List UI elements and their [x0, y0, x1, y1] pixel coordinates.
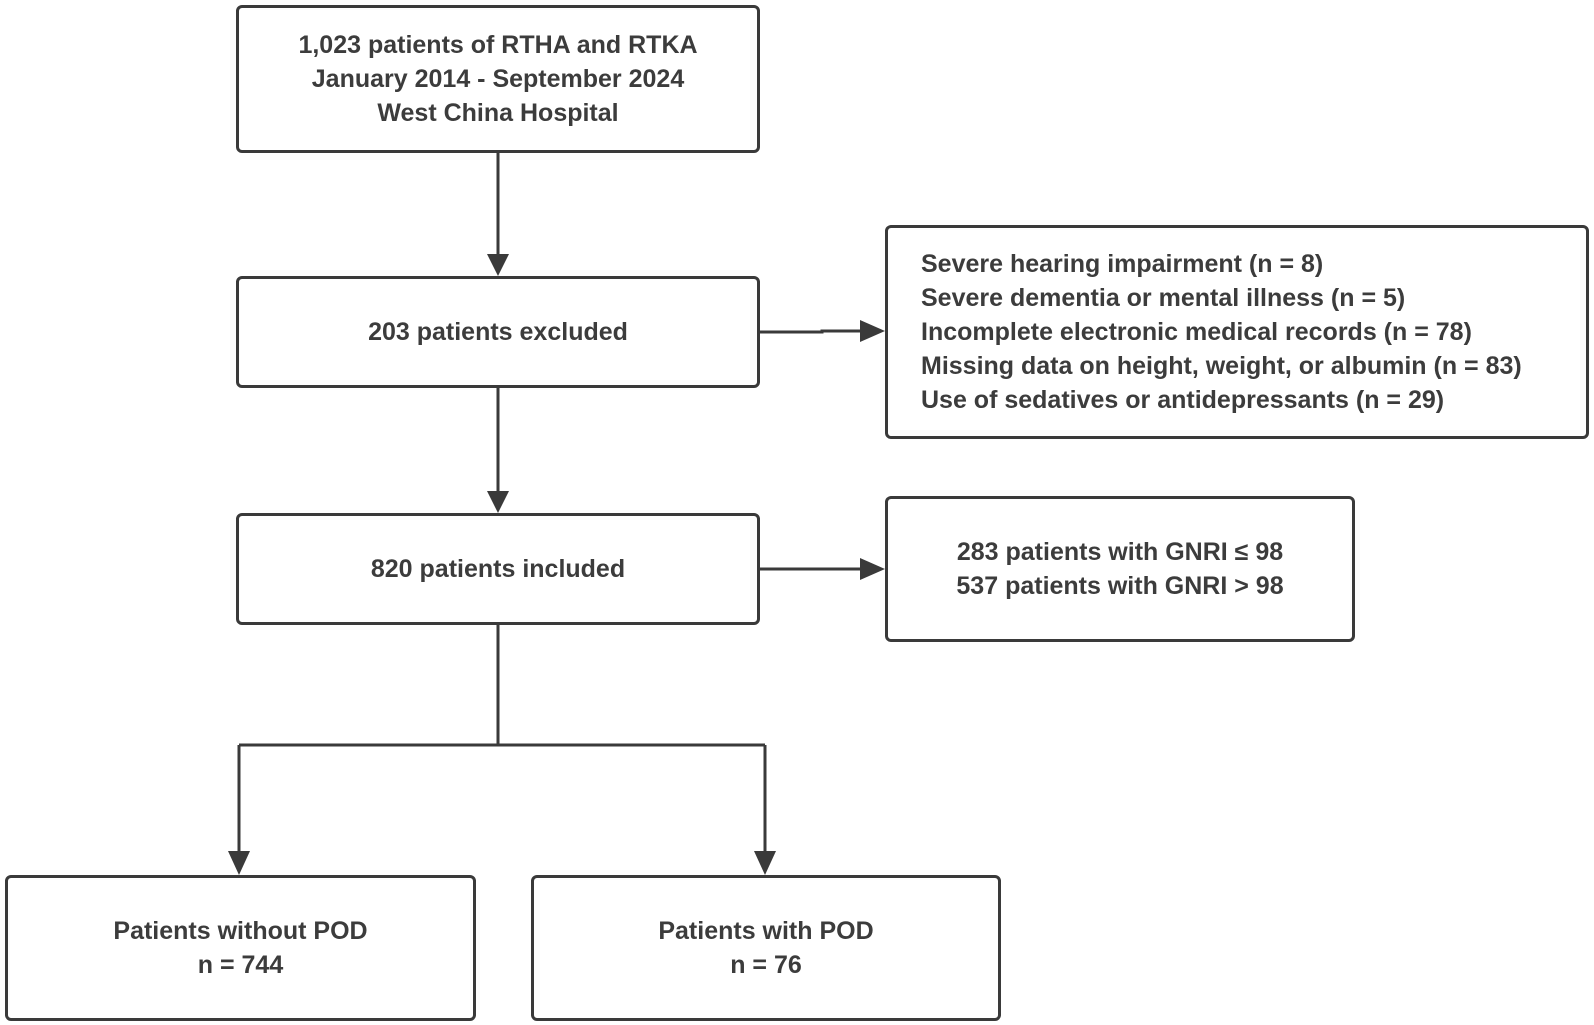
exclusion-reason-sedatives: Use of sedatives or antidepressants (n =… — [921, 386, 1445, 414]
included-label: 820 patients included — [370, 555, 626, 583]
with-pod-title: Patients with POD — [658, 917, 874, 945]
gnri-low-group: 283 patients with GNRI ≤ 98 — [956, 538, 1284, 566]
exclusion-reason-records: Incomplete electronic medical records (n… — [921, 318, 1472, 346]
exclusion-reason-hearing: Severe hearing impairment (n = 8) — [921, 250, 1324, 278]
exclusion-reason-dementia: Severe dementia or mental illness (n = 5… — [921, 284, 1406, 312]
source-population-box: 1,023 patients of RTHA and RTKA January … — [236, 5, 760, 153]
arrow-excluded-to-reasons — [760, 329, 871, 334]
gnri-high-group: 537 patients with GNRI > 98 — [956, 572, 1284, 600]
without-pod-title: Patients without POD — [113, 917, 368, 945]
arrowhead-excluded-to-reasons — [860, 320, 885, 342]
arrowhead-split-to-with-pod — [754, 851, 776, 875]
arrowhead-excluded-to-included — [487, 491, 509, 513]
excluded-box: 203 patients excluded — [236, 276, 760, 388]
gnri-groups-box: 283 patients with GNRI ≤ 98 537 patients… — [885, 496, 1355, 642]
exclusion-reasons-box: Severe hearing impairment (n = 8) Severe… — [885, 225, 1589, 439]
with-pod-count: n = 76 — [730, 951, 802, 979]
excluded-label: 203 patients excluded — [368, 318, 628, 346]
source-line-population: 1,023 patients of RTHA and RTKA — [298, 31, 698, 59]
arrowhead-included-to-gnri — [860, 558, 885, 580]
with-pod-box: Patients with POD n = 76 — [531, 875, 1001, 1021]
arrowhead-split-to-without-pod — [228, 851, 250, 875]
arrowhead-source-to-excluded — [487, 254, 509, 276]
without-pod-count: n = 744 — [197, 951, 284, 979]
source-line-period: January 2014 - September 2024 — [311, 65, 685, 93]
included-box: 820 patients included — [236, 513, 760, 625]
without-pod-box: Patients without POD n = 744 — [5, 875, 476, 1021]
source-line-hospital: West China Hospital — [377, 99, 619, 127]
exclusion-reason-missing-data: Missing data on height, weight, or album… — [921, 352, 1522, 380]
